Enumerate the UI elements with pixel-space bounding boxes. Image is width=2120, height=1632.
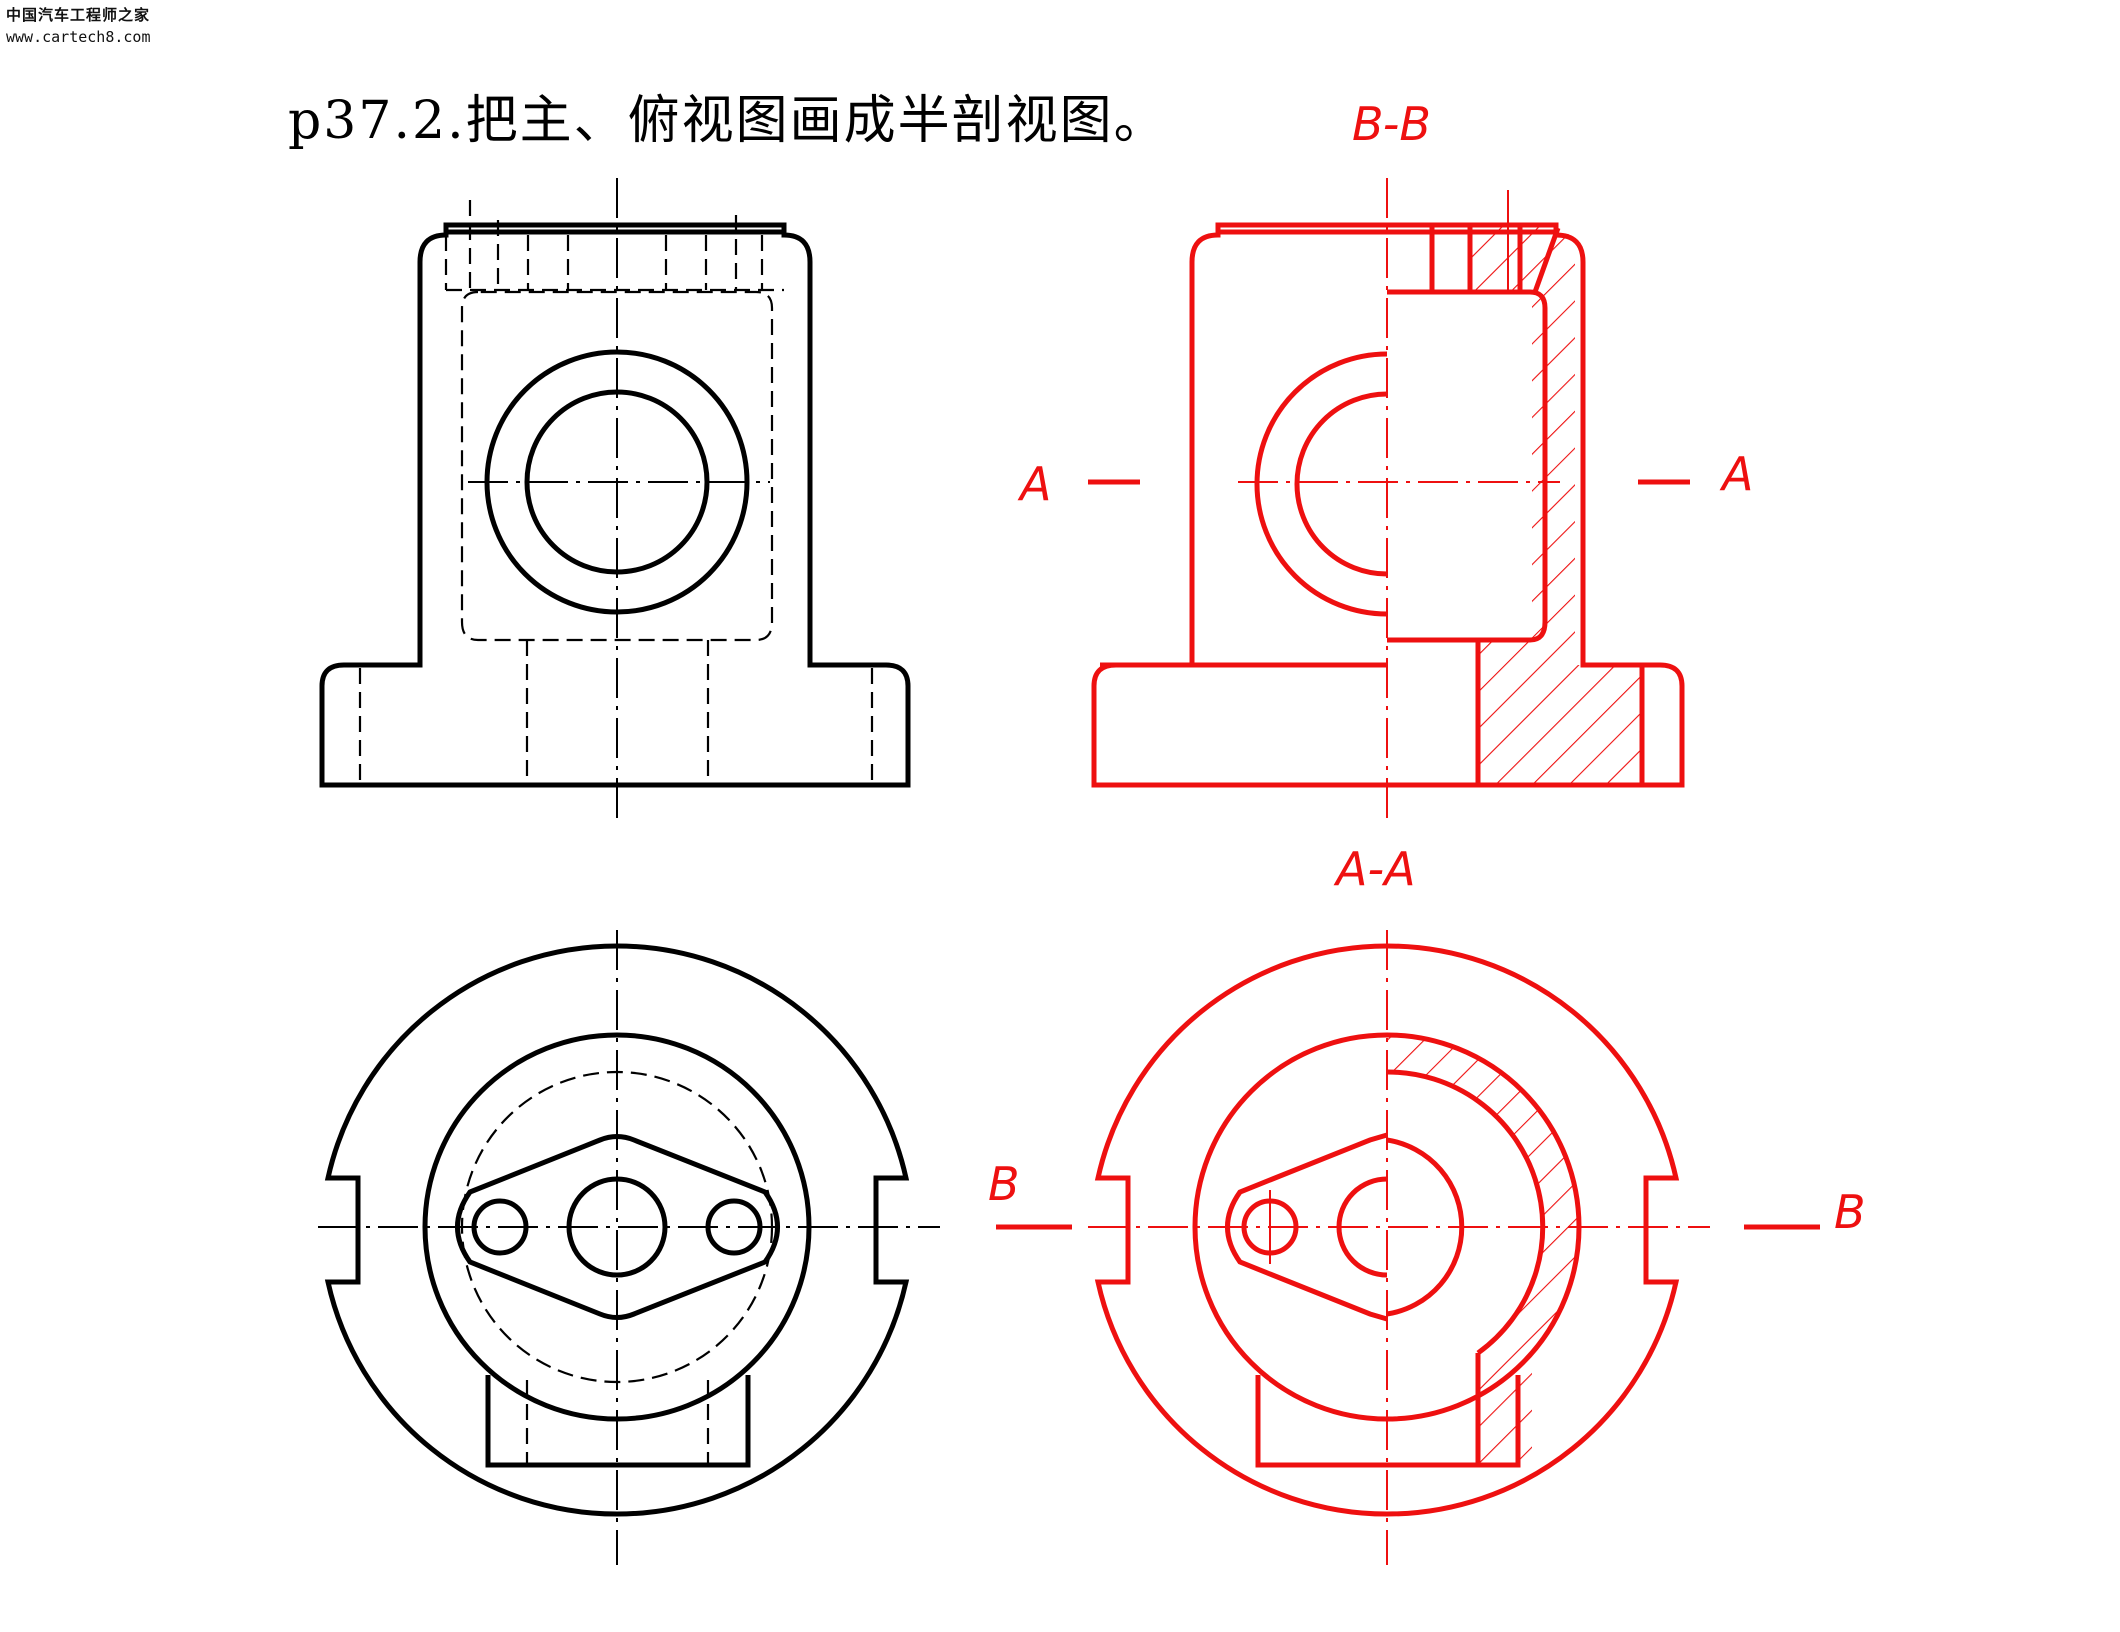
flange-outline-with-slots <box>1094 943 1680 1517</box>
hatch-ring-wall <box>1387 1035 1580 1465</box>
cut-label-b-right: B <box>1834 1185 1866 1239</box>
inner-cut-arc <box>1386 1069 1546 1356</box>
boss-outer-circle <box>484 349 750 615</box>
boss-outer-circle <box>422 1032 812 1422</box>
lower-boss-outline <box>485 1375 751 1468</box>
hatch-top-wall <box>1432 225 1575 665</box>
watermark-url: www.cartech8.com <box>6 28 151 46</box>
cut-label-a-right: A <box>1719 447 1753 501</box>
inner-cavity-right-half <box>1387 289 1548 643</box>
boss-bore-half-circle <box>1294 391 1388 577</box>
top-half-section-answer: A-A B B <box>988 842 1866 1565</box>
front-view-outline <box>319 222 911 788</box>
cut-label-a-left: A <box>1017 457 1051 511</box>
left-bolt-hole <box>471 1198 529 1256</box>
boss-bore-circle <box>524 389 710 575</box>
front-view-original <box>319 178 911 825</box>
boss-outer-half-circle <box>1254 351 1388 617</box>
watermark-site-name: 中国汽车工程师之家 <box>6 6 151 24</box>
flange-outline-with-slots <box>324 943 910 1517</box>
center-bore-circle <box>566 1176 668 1278</box>
top-view-original <box>318 930 940 1565</box>
top-hole-wall <box>1532 227 1561 293</box>
front-half-section-answer: B-B A A <box>1017 97 1753 825</box>
right-bolt-hole <box>705 1198 763 1256</box>
hatch-base-wall <box>1478 640 1642 785</box>
hidden-inner-circle <box>460 1070 774 1384</box>
exercise-title: p37.2.把主、俯视图画成半剖视图。 <box>288 91 1168 151</box>
section-label-aa: A-A <box>1333 842 1416 896</box>
section-outline <box>1091 222 1685 788</box>
lower-boss-outline <box>1255 1375 1521 1468</box>
cut-label-b-left: B <box>988 1157 1020 1211</box>
hidden-inner-cavity <box>460 290 774 642</box>
oval-mounting-flange <box>455 1134 780 1320</box>
section-label-bb: B-B <box>1352 97 1431 151</box>
